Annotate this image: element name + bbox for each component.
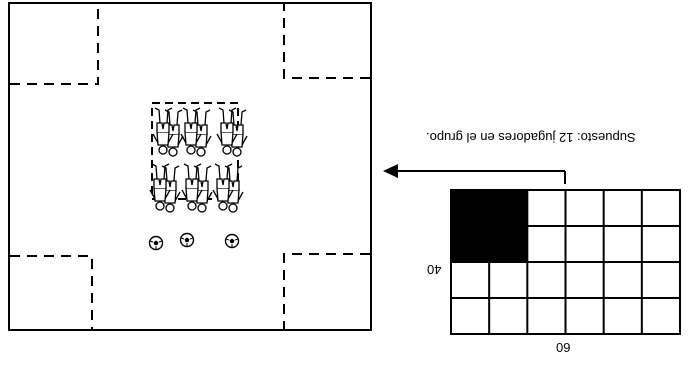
corner-zones — [10, 4, 370, 330]
player-figure — [212, 163, 244, 213]
balls — [148, 232, 240, 251]
grid-width-label: 60 — [556, 340, 571, 355]
corner-zone-bottom-right — [283, 253, 370, 330]
player-figure — [180, 107, 212, 157]
corner-zone-bottom-left — [10, 255, 93, 330]
note-text: Supuesto: 12 jugadores en el grupo. — [426, 130, 636, 145]
arrow-head — [383, 164, 398, 178]
grid-height-label: 40 — [427, 262, 442, 277]
corner-zone-top-right — [283, 4, 370, 79]
player-figure — [152, 107, 184, 157]
size-grid — [450, 189, 681, 335]
soccer-ball-icon — [179, 232, 195, 248]
player-figure — [181, 163, 213, 213]
soccer-ball-icon — [224, 233, 240, 249]
soccer-ball-icon — [148, 235, 164, 251]
player-figure — [149, 163, 181, 213]
corner-zone-top-left — [10, 4, 99, 85]
field-outline — [8, 2, 372, 331]
player-figure — [216, 107, 248, 157]
player-groups — [149, 107, 248, 213]
